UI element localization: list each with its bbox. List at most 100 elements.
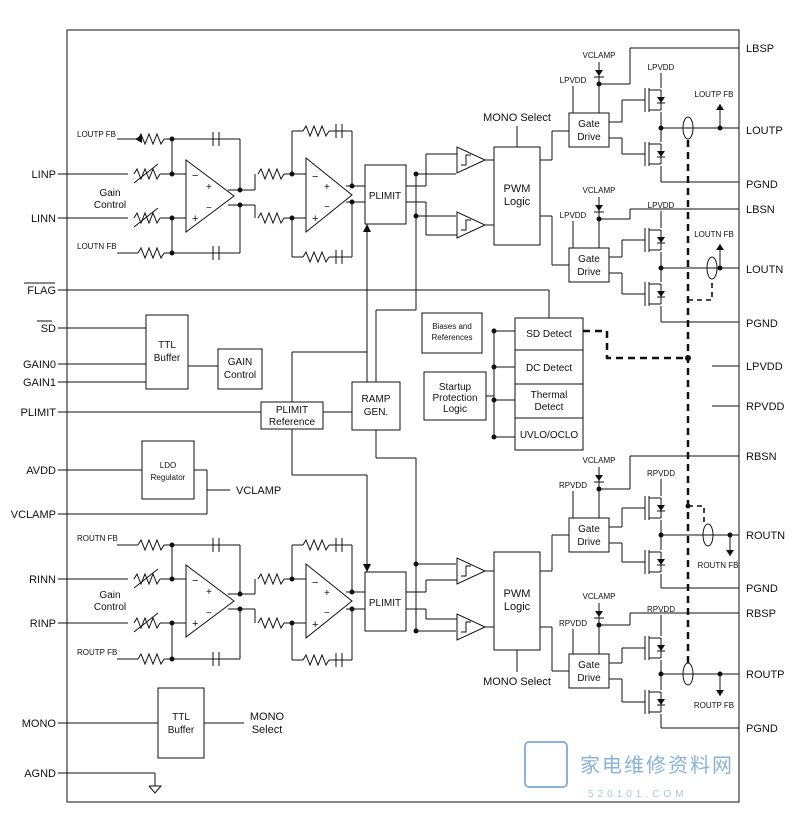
left-channel-input: LOUTP FB LOUTN FB Gain Control − + − + xyxy=(77,123,365,265)
plimit-ref-label-1: PLIMIT xyxy=(276,405,308,416)
label-loutn-fb: LOUTN FB xyxy=(77,242,117,251)
gate-drive-2-label-2: Drive xyxy=(577,267,601,278)
amp2-minus-2: − xyxy=(324,202,330,213)
right-pins: LBSP LOUTP PGND LBSN LOUTN PGND LPVDD RP… xyxy=(712,43,785,735)
pin-pgnd-2: PGND xyxy=(746,318,778,330)
pin-plimit: PLIMIT xyxy=(21,407,57,419)
watermark-url: 520101.COM xyxy=(588,789,687,800)
vclamp-label-1: VCLAMP xyxy=(583,51,616,60)
pin-lbsp: LBSP xyxy=(746,43,774,55)
pin-gain0: GAIN0 xyxy=(23,359,56,371)
pwm-bottom-label-1: PWM xyxy=(504,588,531,600)
second-amplifier-right xyxy=(305,562,353,640)
label-routp-fb-out: ROUTP FB xyxy=(694,701,734,710)
gate-drive-1 xyxy=(568,112,610,148)
pin-rinp: RINP xyxy=(30,618,56,630)
label-routp-fb: ROUTP FB xyxy=(77,648,117,657)
startup-label-3: Logic xyxy=(443,404,467,415)
input-amplifier-left xyxy=(185,159,235,233)
amp-plus: + xyxy=(206,182,212,193)
label-routn-fb: ROUTN FB xyxy=(77,534,118,543)
pin-rbsp: RBSP xyxy=(746,608,776,620)
pin-loutn: LOUTN xyxy=(746,264,783,276)
pin-linp: LINP xyxy=(32,169,56,181)
output-stage-rbsp: Gate Drive VCLAMP RPVDD RPVDD ROUTP FB xyxy=(540,592,739,729)
vclamp-label-4: VCLAMP xyxy=(583,592,616,601)
amp4-minus: − xyxy=(312,577,318,589)
gate-drive-3 xyxy=(568,517,610,553)
mono-select-top: MONO Select xyxy=(483,112,551,124)
biases-references xyxy=(421,312,483,354)
output-stage-lbsn: Gate Drive VCLAMP LPVDD LPVDD LOUTN FB xyxy=(540,186,739,323)
thermal-detect-2: Detect xyxy=(535,402,564,413)
pin-pgnd-4: PGND xyxy=(746,723,778,735)
vclamp-out-label: VCLAMP xyxy=(236,485,281,497)
pin-sd: SD xyxy=(41,323,56,335)
pin-routn: ROUTN xyxy=(746,530,785,542)
label-gain-control-top: Gain xyxy=(99,188,120,199)
pin-agnd: AGND xyxy=(24,768,56,780)
biases-label-1: Biases and xyxy=(432,322,472,331)
detect-stack: SD Detect DC Detect Thermal Detect UVLO/… xyxy=(514,317,584,451)
ldo-label-1: LDO xyxy=(160,461,176,470)
label-gain-control-bottom-2: Control xyxy=(94,602,126,613)
label-loutp-fb: LOUTP FB xyxy=(77,130,116,139)
amp4-plus: + xyxy=(324,588,330,599)
amp4-minus-2: − xyxy=(324,608,330,619)
gate-drive-3-label: Gate xyxy=(578,524,600,535)
amp2-minus: − xyxy=(312,171,318,183)
gain-control-label-2: Control xyxy=(224,370,256,381)
label-gain-control-top-2: Control xyxy=(94,200,126,211)
ramp-label-1: RAMP xyxy=(362,394,391,405)
watermark-logo xyxy=(524,741,568,788)
plimit-top-label: PLIMIT xyxy=(369,191,401,202)
pin-rinn: RINN xyxy=(29,574,56,586)
pwm-bottom-label-2: Logic xyxy=(504,601,531,613)
pwm-top-label-2: Logic xyxy=(504,196,531,208)
rpvdd-label-4: RPVDD xyxy=(647,605,675,614)
mono-select-out: MONO xyxy=(250,711,285,723)
ldo-regulator xyxy=(141,440,195,500)
ldo-label-2: Regulator xyxy=(151,473,186,482)
rpvdd-label-1: RPVDD xyxy=(559,481,587,490)
plimit-block-bottom xyxy=(364,571,407,632)
right-channel-input: ROUTN FB ROUTP FB Gain Control − + − + xyxy=(77,534,365,668)
ramp-plus-2: + xyxy=(192,618,198,630)
vclamp-label-3: VCLAMP xyxy=(583,456,616,465)
pin-flag: FLAG xyxy=(27,285,56,297)
label-loutp-fb-out: LOUTP FB xyxy=(695,90,734,99)
pwm-top-label-1: PWM xyxy=(504,183,531,195)
left-pins: LINP LINN FLAG SD GAIN0 GAIN1 PLIMIT AVD… xyxy=(11,169,550,794)
label-loutn-fb-out: LOUTN FB xyxy=(694,230,734,239)
ttl-top-label-2: Buffer xyxy=(154,353,181,364)
amp-minus-2: − xyxy=(206,203,212,214)
ttl-mono-label-1: TTL xyxy=(172,712,190,723)
pin-avdd: AVDD xyxy=(26,465,56,477)
mono-select-out-2: Select xyxy=(252,724,283,736)
pin-pgnd-1: PGND xyxy=(746,179,778,191)
uvlo-oclo: UVLO/OCLO xyxy=(520,430,579,441)
mono-select-bottom: MONO Select xyxy=(483,676,551,688)
label-routn-fb-out: ROUTN FB xyxy=(698,561,739,570)
amp-minus: − xyxy=(192,170,198,182)
output-stage-rbsn: Gate Drive VCLAMP RPVDD RPVDD ROUTN FB xyxy=(540,455,739,589)
pwm-logic-bottom xyxy=(493,551,541,651)
pwm-logic-top xyxy=(493,146,541,246)
gain-control-block xyxy=(217,348,263,390)
pin-rbsn: RBSN xyxy=(746,451,777,463)
amp2-plus-2: + xyxy=(312,213,318,225)
pin-vclamp: VCLAMP xyxy=(11,509,56,521)
rpvdd-label-2: RPVDD xyxy=(647,469,675,478)
gate-drive-4-label: Gate xyxy=(578,660,600,671)
pin-routp: ROUTP xyxy=(746,669,785,681)
pin-linn: LINN xyxy=(31,213,56,225)
ttl-mono-label-2: Buffer xyxy=(168,725,195,736)
vclamp-label-2: VCLAMP xyxy=(583,186,616,195)
gate-drive-4-label-2: Drive xyxy=(577,673,601,684)
watermark: 家电维修资料网 520101.COM xyxy=(524,741,732,800)
ramp-minus-2: − xyxy=(206,608,212,619)
startup-label-2: Protection xyxy=(432,393,477,404)
chip-outline xyxy=(66,29,740,803)
